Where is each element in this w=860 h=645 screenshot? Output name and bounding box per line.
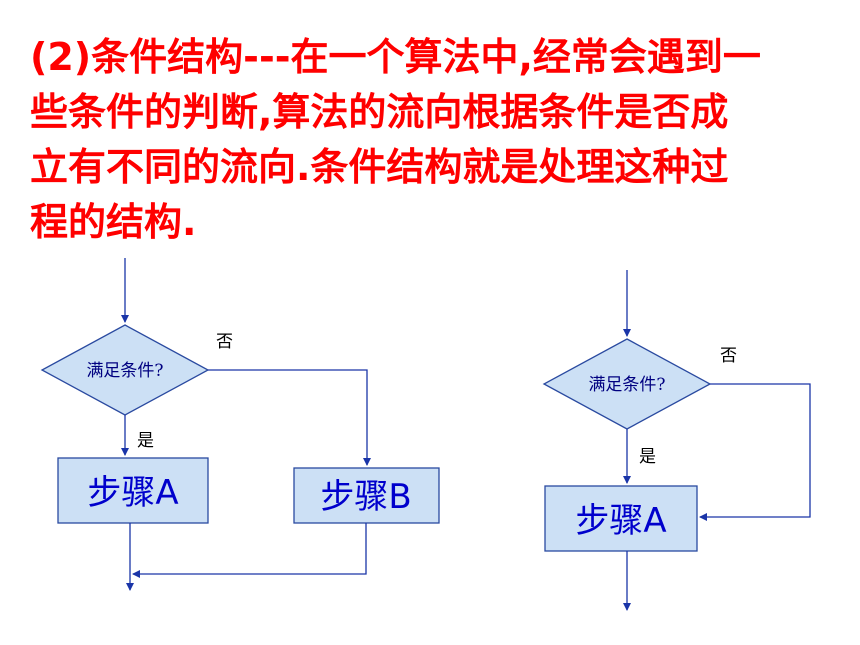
right-no-label: 否 <box>720 346 737 366</box>
heading-line-3: 立有不同的流向.条件结构就是处理这种过 <box>30 145 729 189</box>
left-no-label: 否 <box>216 332 233 352</box>
heading-text: (2)条件结构---在一个算法中,经常会遇到一 些条件的判断,算法的流向根据条件… <box>30 30 840 250</box>
left-step-a-box <box>57 457 209 524</box>
right-condition-label: 满足条件? <box>588 375 665 395</box>
heading-line-1: (2)条件结构---在一个算法中,经常会遇到一 <box>30 35 761 79</box>
right-flowchart: 满足条件? 否 是 步骤A <box>542 270 811 611</box>
right-no-branch-line <box>699 383 811 521</box>
right-yes-label: 是 <box>639 447 656 467</box>
left-yes-label: 是 <box>137 431 154 451</box>
left-no-branch-line <box>208 369 371 466</box>
left-step-a-label: 步骤A <box>87 473 178 513</box>
left-flowchart: 满足条件? 否 是 步骤A 步骤B <box>40 258 440 591</box>
heading-line-4: 程的结构. <box>30 200 197 244</box>
left-step-b-label: 步骤B <box>320 477 411 517</box>
left-step-b-merge-line <box>132 523 367 578</box>
right-step-a-label: 步骤A <box>575 501 666 541</box>
right-step-a-box <box>544 485 698 552</box>
left-condition-label: 满足条件? <box>86 361 163 381</box>
heading-line-2: 些条件的判断,算法的流向根据条件是否成 <box>30 90 729 134</box>
left-step-b-box <box>293 467 440 524</box>
